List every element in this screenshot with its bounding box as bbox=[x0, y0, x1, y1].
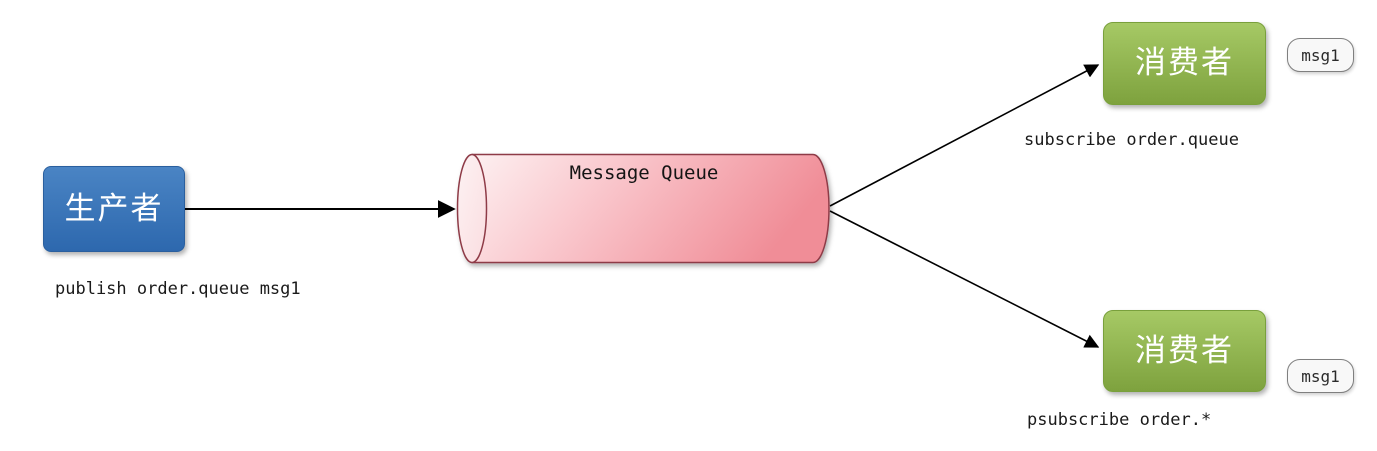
producer-label: 生产者 bbox=[64, 190, 164, 227]
arrow-queue-to-consumer-bottom bbox=[829, 210, 1100, 348]
publish-command-caption: publish order.queue msg1 bbox=[55, 279, 301, 299]
consumer-node-bottom: 消费者 bbox=[1103, 310, 1266, 392]
queue-cylinder-body bbox=[471, 153, 830, 264]
producer-node: 生产者 bbox=[43, 166, 185, 252]
queue-title: Message Queue bbox=[569, 162, 719, 184]
arrow-queue-to-consumer-top bbox=[829, 64, 1100, 207]
subscribe-command-caption: subscribe order.queue bbox=[1024, 130, 1239, 150]
psubscribe-command-caption: psubscribe order.* bbox=[1027, 410, 1212, 430]
queue-cylinder bbox=[456, 153, 830, 264]
consumer-bottom-label: 消费者 bbox=[1135, 332, 1234, 369]
message-badge-top: msg1 bbox=[1287, 38, 1354, 72]
consumer-node-top: 消费者 bbox=[1103, 22, 1266, 105]
consumer-top-label: 消费者 bbox=[1135, 45, 1234, 81]
queue-cylinder-cap bbox=[456, 153, 488, 264]
message-badge-bottom: msg1 bbox=[1287, 359, 1354, 393]
